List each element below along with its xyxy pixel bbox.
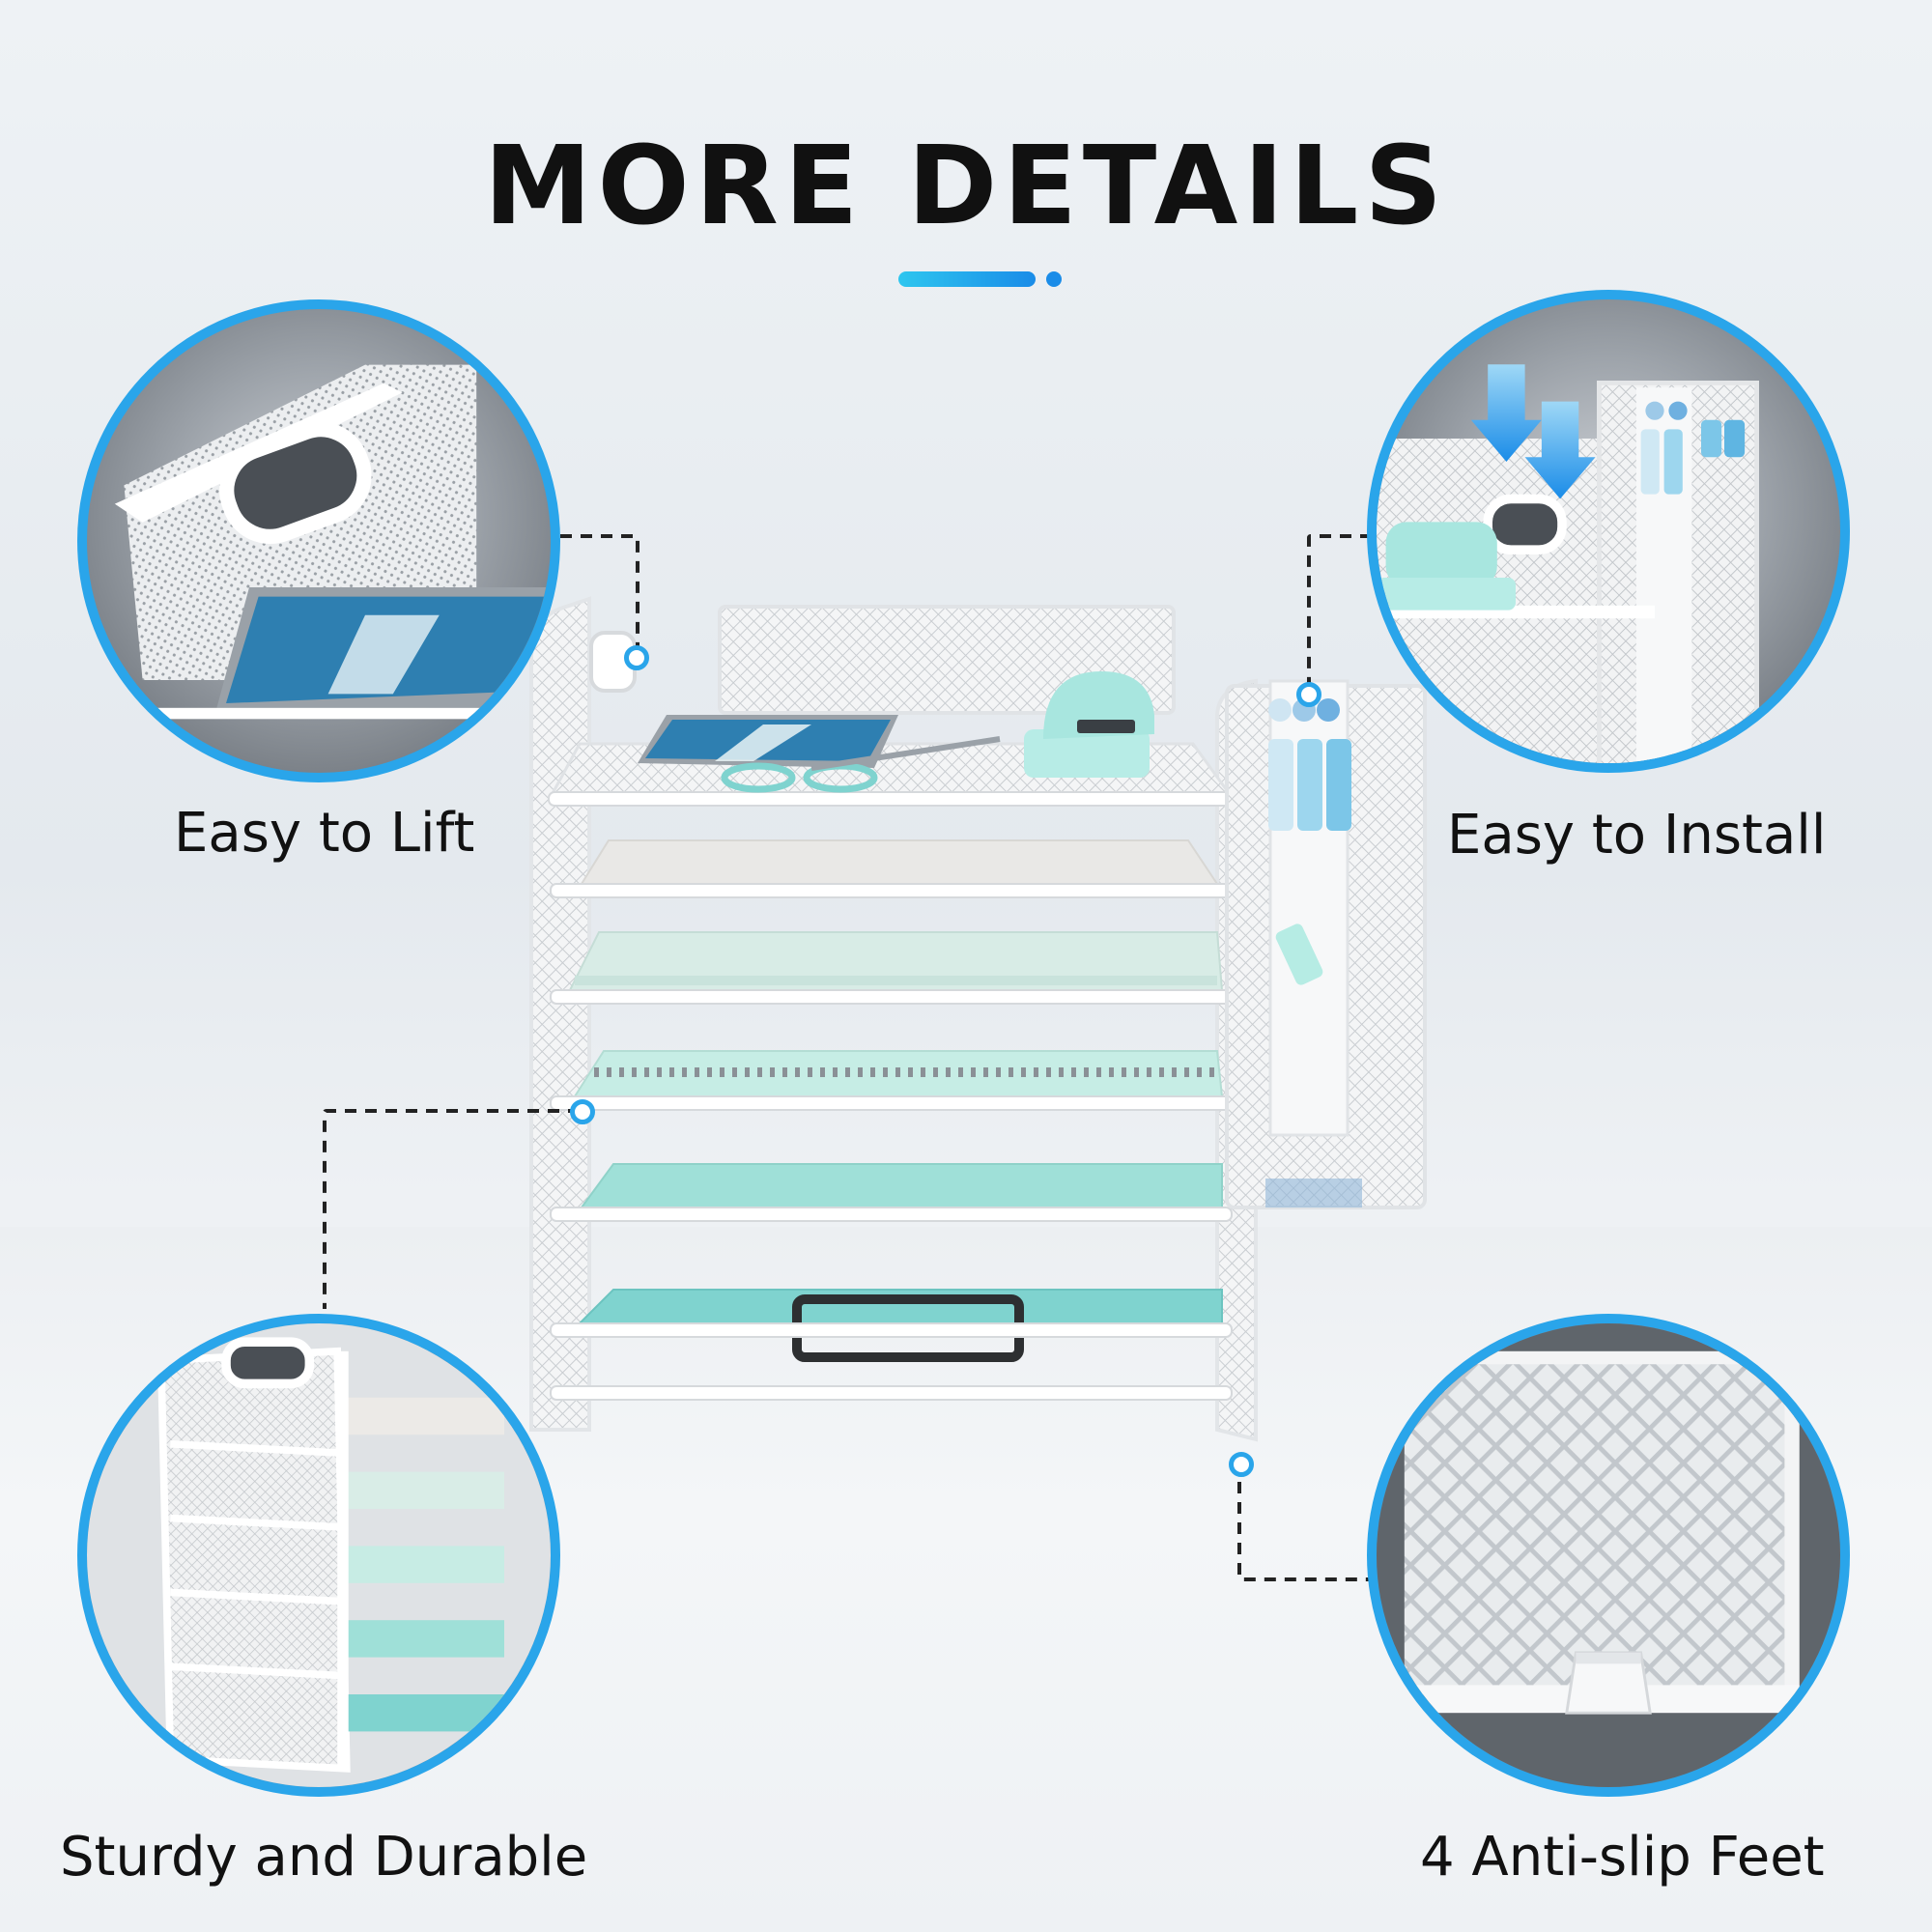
anti-slip-foot [1565,1651,1652,1715]
phone-item [638,715,898,768]
sturdy-frame-closeup [87,1323,551,1787]
shelf-6 [550,1289,1233,1401]
detail-circle-sturdy [77,1314,560,1797]
title-underline-dot [1046,271,1062,287]
connector-bottom-left [323,1109,580,1309]
anti-slip-foot-closeup [1377,1323,1840,1787]
shelf-5 [550,1163,1233,1222]
connector-bottom-right [1237,1462,1377,1581]
stapler-item [1024,671,1154,778]
page-title: MORE DETAILS [484,124,1448,249]
lift-handle-closeup [105,364,551,720]
anchor-dot-bottom-right [1229,1452,1254,1477]
anchor-dot-top-right [1296,682,1321,707]
shelf-4 [550,1050,1233,1111]
scissors-item [721,736,1001,793]
pen-holder-attachment [1225,679,1427,1209]
detail-circle-lift [77,299,560,782]
callout-label-feet: 4 Anti-slip Feet [1420,1826,1825,1889]
anchor-dot-top-left [624,645,649,670]
double-down-arrow-icon [1470,364,1596,499]
callout-label-install: Easy to Install [1447,804,1827,867]
callout-label-lift: Easy to Lift [174,802,475,865]
install-closeup [1377,364,1759,763]
detail-circle-feet [1367,1314,1850,1797]
file-organizer-illustration [529,596,1427,1442]
anchor-dot-bottom-left [570,1099,595,1124]
shelf-2 [550,839,1233,898]
detail-circle-install [1367,290,1850,773]
shelf-1 [548,671,1236,807]
shelf-3 [550,931,1233,1005]
title-underline-bar [898,271,1036,287]
connector-top-right [1307,534,1372,686]
callout-label-sturdy: Sturdy and Durable [60,1826,588,1889]
